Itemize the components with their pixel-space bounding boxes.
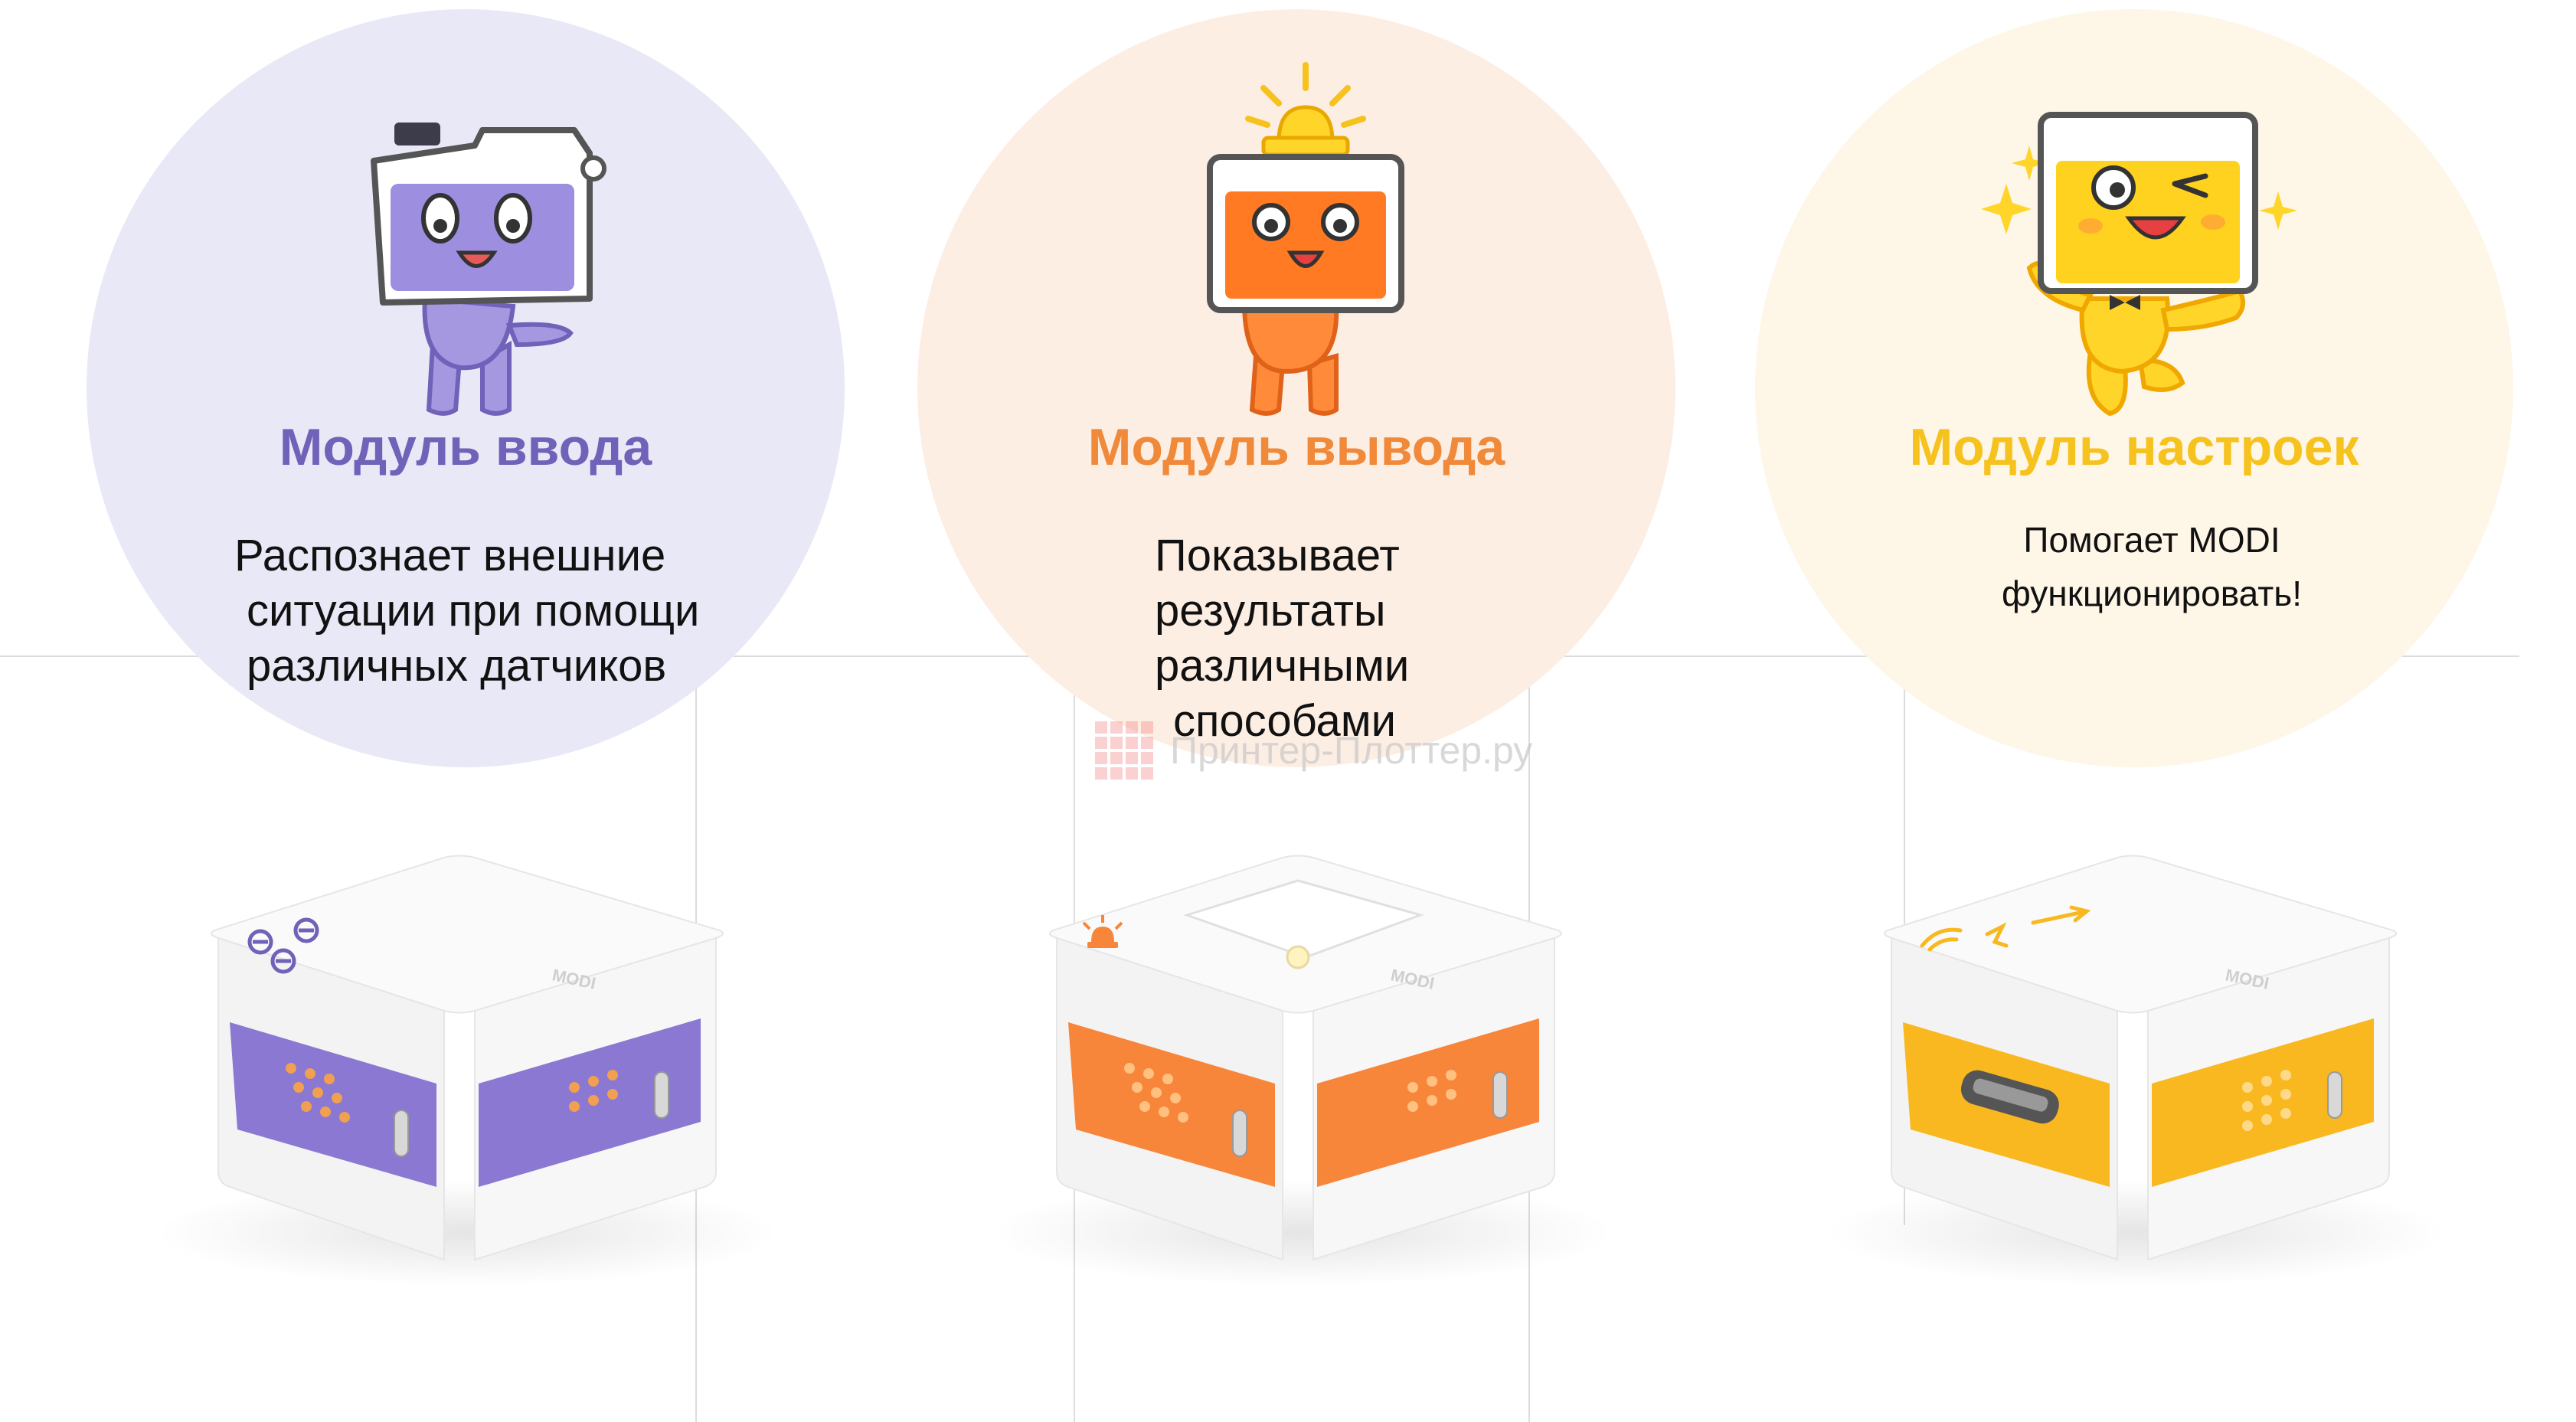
input-mascot-icon <box>371 123 606 416</box>
input-sensor-icon <box>247 917 319 974</box>
desc-line: Распознает внешние <box>234 531 666 580</box>
desc-line: ситуации при помощи <box>247 586 700 636</box>
output-module-description: Показывает результаты различными способа… <box>1155 528 1409 749</box>
led-light-icon <box>1082 915 1123 948</box>
input-module-cube: MODI <box>211 855 724 1261</box>
desc-line: способами <box>1173 696 1396 746</box>
output-mascot-icon <box>1207 62 1404 416</box>
input-module-circle <box>87 9 845 767</box>
wireless-bluetooth-usb-icon <box>1920 905 2091 952</box>
watermark-logo-icon <box>1095 721 1153 780</box>
setup-mascot-icon <box>1981 112 2297 417</box>
desc-line: результаты <box>1155 586 1386 636</box>
watermark: Принтер-Плоттер.ру <box>1095 721 1532 780</box>
input-module-title: Модуль ввода <box>279 418 652 476</box>
output-module-cube: MODI <box>1049 855 1562 1261</box>
desc-line: различных датчиков <box>247 641 667 691</box>
setup-module-cube: MODI <box>1884 855 2397 1261</box>
setup-module-description: Помогает MODI функционировать! <box>1976 513 2328 620</box>
desc-line: Помогает MODI <box>2023 520 2280 560</box>
input-module-description: Распознает внешние ситуации при помощи р… <box>234 528 699 694</box>
desc-line: Показывает <box>1155 531 1400 580</box>
output-module-title: Модуль вывода <box>1087 418 1505 476</box>
setup-module-title: Модуль настроек <box>1909 418 2359 476</box>
watermark-text: Принтер-Плоттер.ру <box>1170 729 1533 772</box>
desc-line: функционировать! <box>2001 574 2303 613</box>
desc-line: различными <box>1155 641 1410 691</box>
